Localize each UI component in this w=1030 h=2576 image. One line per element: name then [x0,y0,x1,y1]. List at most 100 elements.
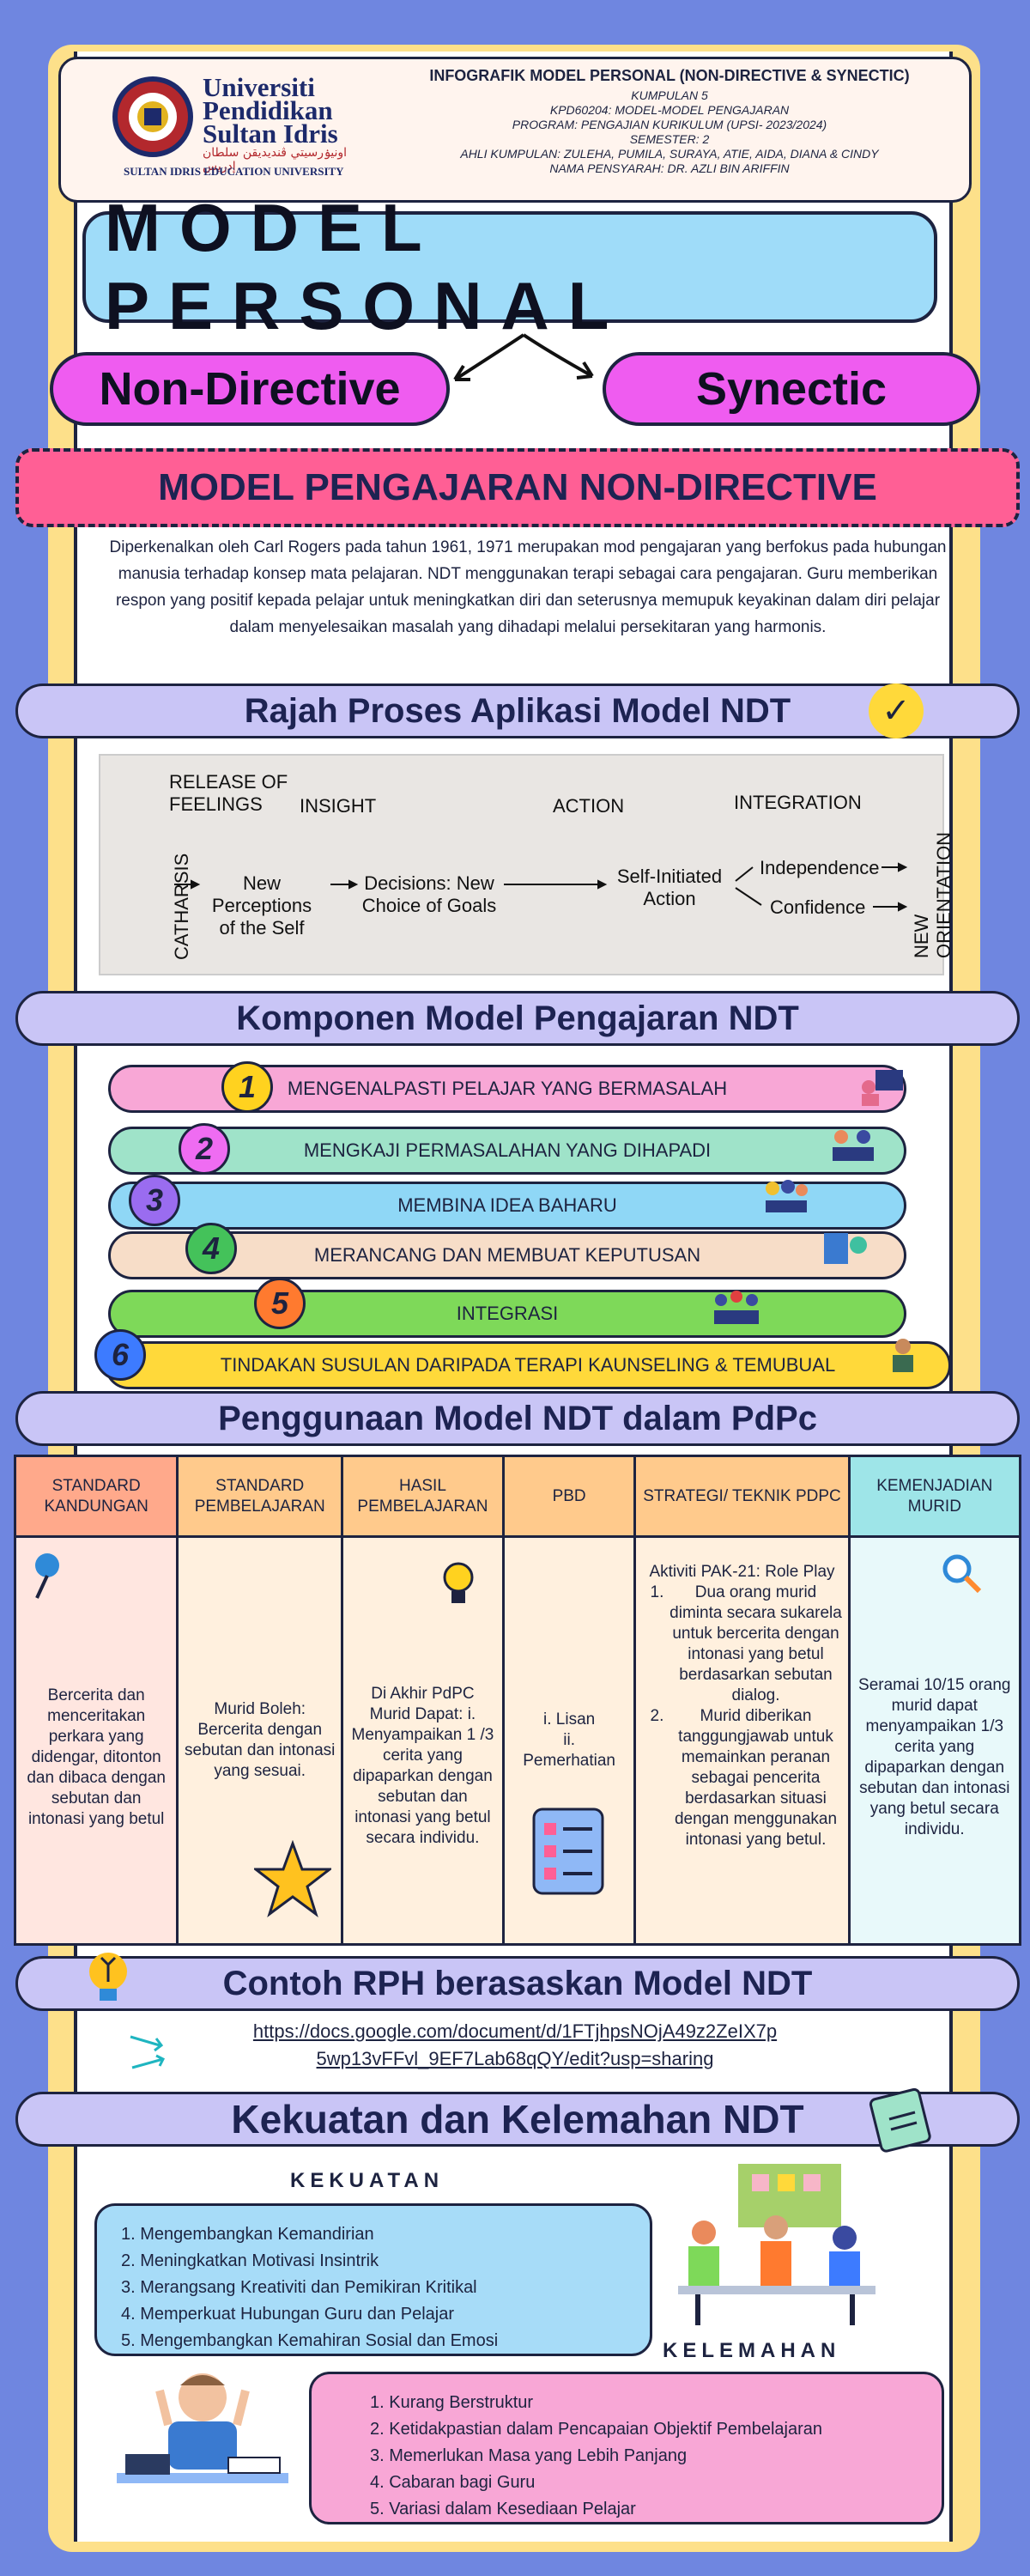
ndt-intro-text: Diperkenalkan oleh Carl Rogers pada tahu… [109,538,947,636]
planning-illustration-icon [821,1230,869,1267]
teacher-student-illustration-icon [858,1068,906,1106]
component-number-2: 2 [179,1123,230,1175]
diagram-integration-label: INTEGRATION [734,792,862,813]
group-text: KUMPULAN 5 [631,88,708,102]
kekuatan-item: 2. Meningkatkan Motivasi Insintrik [121,2251,379,2270]
university-name-line-3: Sultan Idris [203,118,338,149]
header-hasil-pembelajaran: HASIL PEMBELAJARAN [341,1455,505,1538]
usage-table-body-row: Bercerita dan menceritakan perkara yang … [13,1535,1022,1946]
checklist-icon [532,1807,604,1895]
header-standard-kandungan: STANDARD KANDUNGAN [13,1455,179,1538]
kelemahan-item: 5. Variasi dalam Kesediaan Pelajar [370,2500,636,2518]
semester-text: SEMESTER: 2 [629,132,710,146]
components-section-title: Komponen Model Pengajaran NDT [236,999,799,1037]
idea-bulb-icon [89,1953,127,2001]
diagram-confidence: Confidence [770,896,866,918]
interview-illustration-icon [879,1336,927,1374]
kelemahan-item: 2. Ketidakpastian dalam Pencapaian Objek… [370,2420,822,2439]
usage-table-header-row: STANDARD KANDUNGAN STANDARD PEMBELAJARAN… [13,1455,1022,1538]
cell-standard-kandungan: Bercerita dan menceritakan perkara yang … [13,1535,179,1946]
component-number-3: 3 [129,1175,180,1226]
usage-table: STANDARD KANDUNGAN STANDARD PEMBELAJARAN… [13,1455,1022,1946]
stressed-student-illustration [117,2373,288,2483]
header-text: INFOGRAFIK MODEL PERSONAL (NON-DIRECTIVE… [378,67,961,176]
header-kemenjadian: KEMENJADIAN MURID [847,1455,1022,1538]
synectic-pill: Synectic [603,352,980,426]
component-number-5: 5 [254,1278,306,1329]
diagram-independence: Independence [760,857,880,878]
pushpin-icon [35,1553,59,1599]
kelemahan-item: 1. Kurang Berstruktur [370,2393,534,2412]
main-title-box: MODEL PERSONAL [82,190,937,343]
component-number-6: 6 [94,1329,146,1381]
kelemahan-item: 3. Memerlukan Masa yang Lebih Panjang [370,2446,688,2465]
kelemahan-item: 4. Cabaran bagi Guru [370,2473,536,2492]
university-name-line-2: Pendidikan [203,95,333,125]
header-pbd: PBD [501,1455,637,1538]
component-row-4: MERANCANG DAN MEMBUAT KEPUTUSAN [108,1231,906,1279]
university-logo: Universiti Pendidikan Sultan Idris اونيۏ… [110,72,367,184]
rph-section-title: Contoh RPH berasaskan Model NDT [222,1964,813,2002]
kekuatan-label: KEKUATAN [290,2169,445,2192]
component-label-4: MERANCANG DAN MEMBUAT KEPUTUSAN [313,1244,701,1266]
header-strategi: STRATEGI/ TEKNIK PDPC [633,1455,851,1538]
non-directive-pill: Non-Directive [50,352,450,426]
component-number-1: 1 [221,1061,273,1113]
cell-standard-pembelajaran: Murid Boleh: Bercerita dengan sebutan da… [176,1535,344,1946]
integration-illustration-icon [712,1288,760,1326]
lightbulb-icon [443,1562,474,1603]
university-name-line-1: Universiti [203,72,315,102]
process-section-title: Rajah Proses Aplikasi Model NDT [244,691,791,730]
upsi-crest-icon [112,76,193,157]
kekuatan-list: 1. Mengembangkan Kemandirian 2. Meningka… [94,2203,652,2356]
diagram-arrows [174,862,908,912]
university-arabic: اونيۏرسيتي ڤنديديقن سلطان إدريس [203,146,348,173]
usage-section-band: Penggunaan Model NDT dalam PdPc [15,1391,1020,1446]
component-label-2: MENGKAJI PERMASALAHAN YANG DIHAPADI [303,1139,712,1161]
ndt-section-title: MODEL PENGAJARAN NON-DIRECTIVE [15,448,1020,527]
members-text: AHLI KUMPULAN: ZULEHA, PUMILA, SURAYA, A… [460,147,879,161]
kelemahan-list: 1. Kurang Berstruktur 2. Ketidakpastian … [309,2372,944,2524]
lecturer-text: NAMA PENSYARAH: DR. AZLI BIN ARIFFIN [549,161,790,175]
kekuatan-item: 5. Mengembangkan Kemahiran Sosial dan Em… [121,2331,499,2350]
branch-arrows-icon [453,333,594,381]
discussion-illustration-icon [829,1127,877,1164]
strengths-section-title: Kekuatan dan Kelemahan NDT [231,2097,804,2142]
kekuatan-item: 3. Merangsang Kreativiti dan Pemikiran K… [121,2278,477,2297]
course-text: KPD60204: MODEL-MODEL PENGAJARAN [549,103,790,117]
component-label-6: TINDAKAN SUSULAN DARIPADA TERAPI KAUNSEL… [220,1354,836,1376]
rph-section-band: Contoh RPH berasaskan Model NDT [15,1956,1020,2011]
kekuatan-item: 1. Mengembangkan Kemandirian [121,2225,374,2244]
check-circle-icon: ✓ [869,683,924,738]
clipboard-icon [869,2087,931,2153]
component-row-5: INTEGRASI [108,1290,906,1338]
university-tagline: SULTAN IDRIS EDUCATION UNIVERSITY [124,165,344,178]
cell-kemenjadian: Seramai 10/15 orang murid dapat menyampa… [847,1535,1022,1946]
components-section-band: Komponen Model Pengajaran NDT [15,991,1020,1046]
component-row-6: TINDAKAN SUSULAN DARIPADA TERAPI KAUNSEL… [105,1341,951,1389]
rph-google-doc-link[interactable]: https://docs.google.com/document/d/1FTjh… [252,2020,778,2069]
header-box [58,57,972,203]
team-meeting-illustration [678,2164,876,2325]
cell-pbd: i. Lisan ii. Pemerhatian [501,1535,637,1946]
cell-hasil-pembelajaran: Di Akhir PdPC Murid Dapat: i. Menyampaik… [341,1535,505,1946]
component-label-1: MENGENALPASTI PELAJAR YANG BERMASALAH [287,1078,728,1099]
kelemahan-label: KELEMAHAN [663,2339,841,2362]
kekuatan-item: 4. Memperkuat Hubungan Guru dan Pelajar [121,2305,455,2324]
infographic-title: INFOGRAFIK MODEL PERSONAL (NON-DIRECTIVE… [429,67,910,84]
component-row-3: MEMBINA IDEA BAHARU [108,1182,906,1230]
component-label-5: INTEGRASI [456,1303,559,1324]
main-title: MODEL PERSONAL [105,190,628,343]
component-number-4: 4 [185,1223,237,1274]
arrow-pointer-icon [130,2035,166,2069]
process-section-band: Rajah Proses Aplikasi Model NDT [15,683,1020,738]
diagram-insight-label: INSIGHT [300,795,377,817]
program-text: PROGRAM: PENGAJIAN KURIKULUM (UPSI- 2023… [512,118,827,131]
group-idea-illustration-icon [762,1178,810,1216]
usage-section-title: Penggunaan Model NDT dalam PdPc [218,1399,817,1437]
header-standard-pembelajaran: STANDARD PEMBELAJARAN [176,1455,344,1538]
component-row-2: MENGKAJI PERMASALAHAN YANG DIHAPADI [108,1127,906,1175]
